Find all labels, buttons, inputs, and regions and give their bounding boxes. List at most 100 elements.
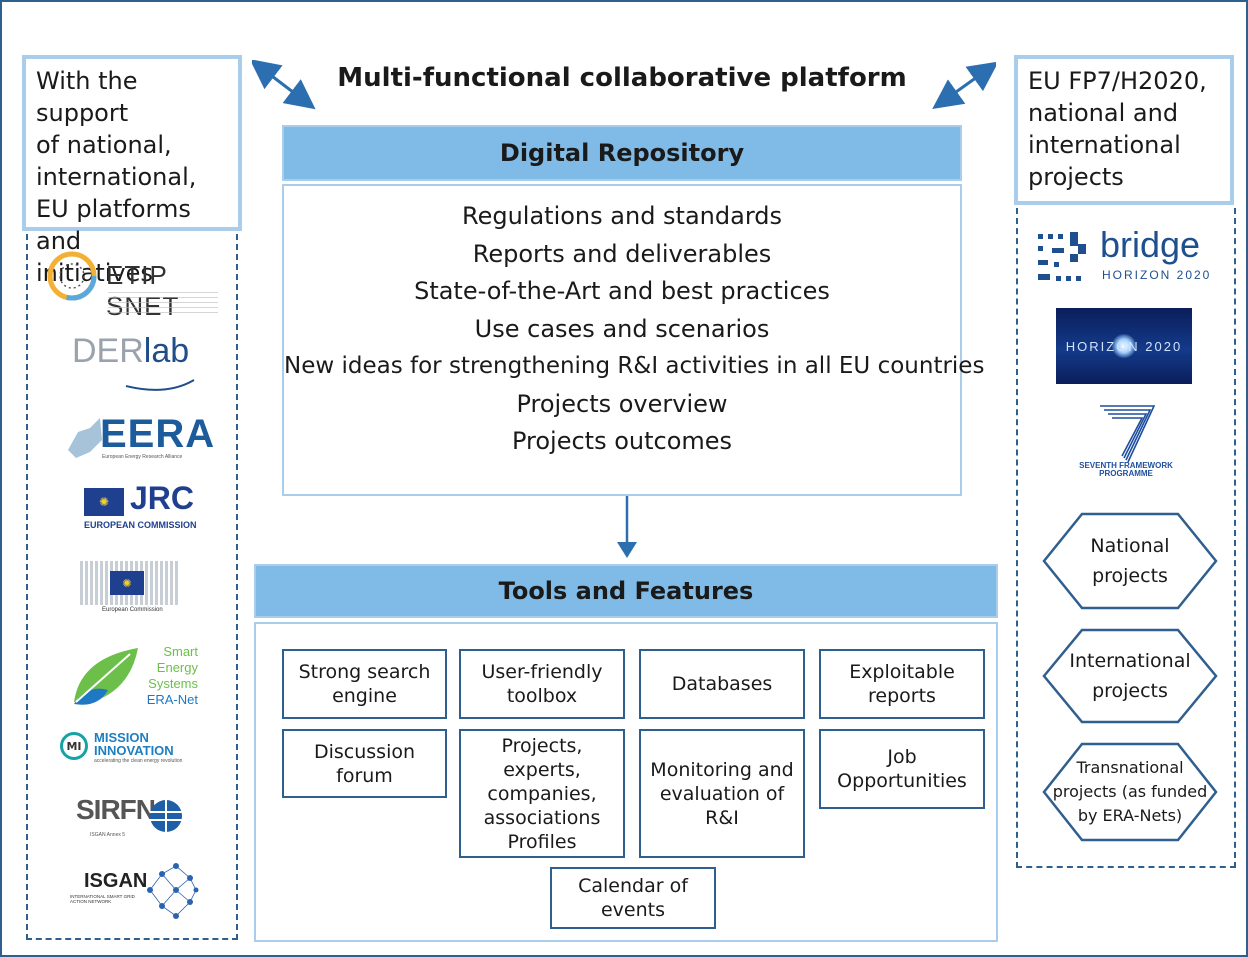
hexagon-national-icon [1042,512,1218,610]
repository-item: Regulations and standards [461,202,783,230]
tool-line: User-friendly [481,661,603,683]
ses-line: Systems [148,676,198,691]
ses-line: Energy [156,660,198,675]
fp7-logo: SEVENTH FRAMEWORK PROGRAMME [1076,402,1176,482]
repository-item: Projects overview [516,389,728,418]
mission-innovation-logo: MI MISSION INNOVATION accelerating the c… [60,730,210,770]
tool-line: Calendar of [578,875,688,897]
left-support-line: of national, [36,131,172,159]
fp7-subtext: SEVENTH FRAMEWORK PROGRAMME [1079,461,1173,478]
horizon-2020-logo: HORIZON 2020 [1056,308,1192,384]
tool-line: Monitoring and [650,758,794,781]
repository-item: Use cases and scenarios [474,314,770,343]
horizon-glow-icon [1112,334,1136,358]
right-projects-box: EU FP7/H2020, national and international… [1014,55,1234,205]
tools-features-box [254,622,998,942]
tool-line: Exploitable [849,661,955,683]
tool-line: reports [868,685,936,707]
hexagon-line: projects [1092,680,1168,702]
european-commission-logo: ✺ European Commission [80,557,184,625]
etip-snet-logo: ETIP SNET [46,250,226,321]
eera-logo: EERA European Energy Research Alliance [60,412,214,467]
derlab-logo: DERlab [72,332,202,394]
tool-line: events [600,899,665,921]
right-double-arrow-icon [932,62,996,109]
mi-line: INNOVATION [94,743,174,758]
tool-line: Profiles [507,830,577,853]
bridge-pixel-icon [1038,232,1086,281]
hexagon-line: International [1069,650,1191,672]
seven-icon [1100,405,1156,463]
tool-monitoring-evaluation: Monitoring and evaluation of R&I [639,729,805,858]
bridge-label: bridge [1100,224,1201,265]
derlab-label-der: DER [72,332,144,370]
tool-line: experts, [503,758,581,781]
ses-text: Smart Energy Systems ERA-Net [138,644,198,708]
isgan-logo: ISGAN INTERNATIONAL SMART GRID ACTION NE… [70,860,200,926]
diagram-title: Multi-functional collaborative platform [337,63,907,93]
tool-databases: Databases [639,649,805,719]
ec-subtext: European Commission [102,607,163,613]
bridge-subtext: HORIZON 2020 [1102,268,1212,282]
tools-features-header: Tools and Features [254,564,998,618]
tool-line: Strong search [298,661,431,683]
hexagon-transnational-icon [1042,742,1218,842]
globe-icon [150,800,182,832]
eu-flag-icon: ✺ [110,571,144,595]
left-logos-container [26,234,238,940]
hexagon-line: by ERA-Nets) [1077,806,1183,825]
jrc-subtext: EUROPEAN COMMISSION [84,520,197,530]
digital-repository-box: Regulations and standards Reports and de… [282,184,984,496]
hexagon-line: National [1090,535,1170,557]
hexagon-line: projects (as funded [1052,782,1208,801]
mi-line: MISSION [94,730,149,745]
ses-line: Smart [163,644,198,659]
tool-line: Projects, [501,734,583,757]
repository-item: Reports and deliverables [472,239,772,268]
hexagon-international-icon [1042,628,1218,724]
mi-circle-icon: MI [60,732,88,760]
right-projects-line: international [1028,131,1181,159]
hexagon-national-projects: National projects [1042,512,1218,610]
digital-repository-header: Digital Repository [282,125,962,181]
jrc-label: JRC [130,480,195,516]
tool-line: forum [336,764,393,787]
smart-energy-systems-logo: Smart Energy Systems ERA-Net [68,644,198,714]
etip-snet-ring-icon [47,251,97,301]
tool-line: Job [887,746,917,768]
tool-line: Discussion [313,740,416,763]
isgan-label: ISGAN [84,870,148,892]
eu-flag-icon: ✺ [84,488,124,516]
hexagon-transnational-projects: Transnational projects (as funded by ERA… [1042,742,1218,842]
ses-line: ERA-Net [146,692,198,707]
hexagon-line: projects [1092,565,1168,587]
hexagon-line: Transnational [1076,758,1184,777]
leaf-icon [74,648,138,705]
mi-subtext: accelerating the clean energy revolution [94,758,183,764]
tool-line: associations [483,806,601,829]
derlab-swoosh-icon [125,379,195,391]
right-logos-container [1016,208,1236,868]
hexagon-international-projects: International projects [1042,628,1218,724]
left-double-arrow-icon [252,60,316,110]
tool-profiles: Projects, experts, companies, associatio… [459,729,625,858]
sirfn-label: SIRFN [76,794,156,825]
left-support-line: international, [36,163,197,191]
eera-subtext: European Energy Research Alliance [102,454,183,460]
tool-line: evaluation of [659,782,785,805]
network-dots-icon [147,863,199,919]
sirfn-logo: SIRFN ISGAN Annex 5 [76,794,196,844]
horizon-label: HORIZON 2020 [1065,338,1183,354]
down-arrow-icon [617,496,637,558]
tool-line: Opportunities [837,770,967,792]
right-projects-line: national and [1028,99,1179,127]
tool-line: engine [332,685,397,707]
eera-label: EERA [100,412,216,456]
etip-snet-subtext [108,292,218,314]
